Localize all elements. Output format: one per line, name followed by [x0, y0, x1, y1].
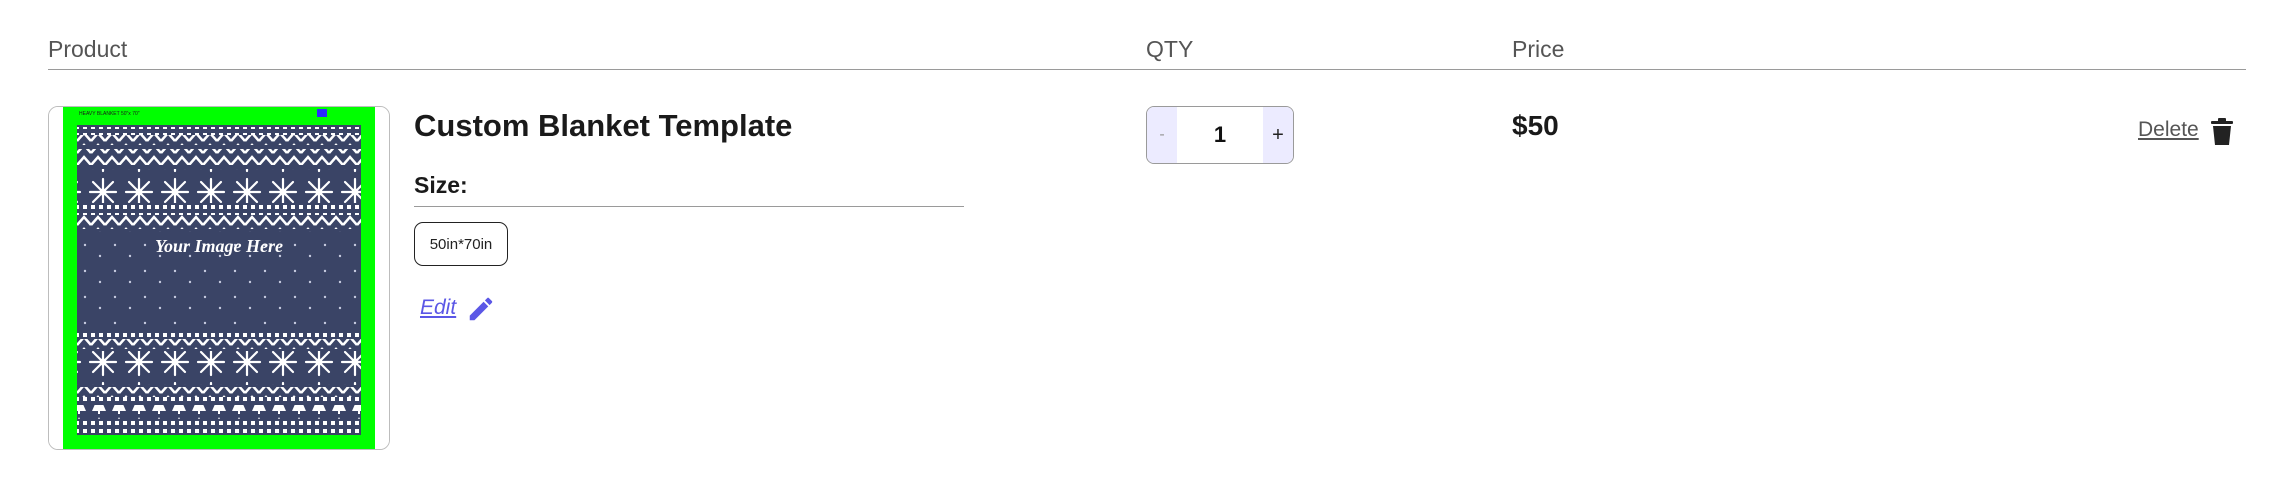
trash-icon[interactable]	[2210, 118, 2234, 146]
blanket-preview-image: HEAVY BLANKET 50"x 70" Your Image Here	[49, 107, 389, 449]
quantity-value[interactable]: 1	[1213, 122, 1227, 147]
size-divider	[414, 206, 964, 207]
product-title[interactable]: Custom Blanket Template	[414, 108, 793, 143]
decrease-quantity-button[interactable]: -	[1147, 107, 1177, 163]
column-header-product: Product	[48, 36, 128, 62]
edit-link[interactable]: Edit	[420, 296, 457, 319]
increase-quantity-button[interactable]: +	[1263, 107, 1293, 163]
column-header-qty: QTY	[1146, 36, 1194, 62]
quantity-stepper: - 1 +	[1146, 106, 1294, 164]
column-header-price: Price	[1512, 36, 1565, 62]
size-label: Size:	[414, 172, 468, 198]
header-divider	[48, 69, 2246, 70]
blanket-label-text: HEAVY BLANKET 50"x 70"	[79, 111, 140, 117]
blanket-overlay-text: Your Image Here	[155, 236, 283, 256]
size-option-chip[interactable]: 50in*70in	[414, 222, 508, 266]
item-price: $50	[1512, 110, 1559, 141]
product-thumbnail[interactable]: HEAVY BLANKET 50"x 70" Your Image Here	[48, 106, 390, 450]
delete-button[interactable]: Delete	[2138, 118, 2199, 141]
pencil-icon[interactable]	[466, 294, 496, 324]
